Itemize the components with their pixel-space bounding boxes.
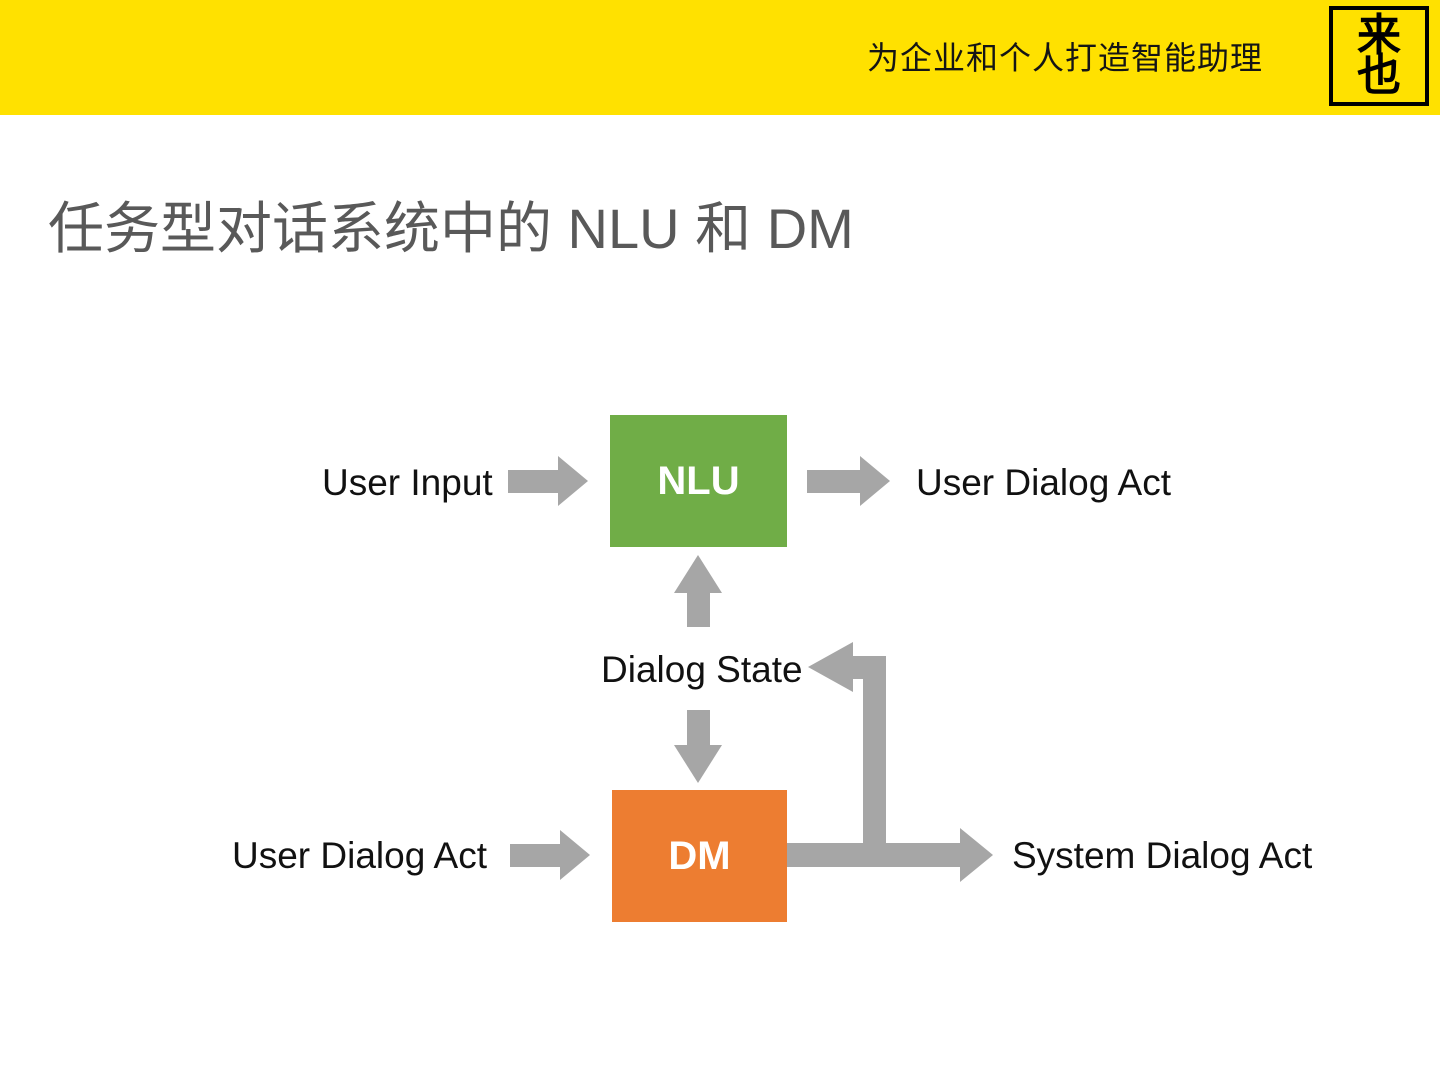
logo-line2: 也 — [1357, 51, 1401, 100]
arrow-head-right-icon — [560, 830, 590, 880]
arrow-shaft — [510, 843, 560, 867]
arrow-head-down-icon — [674, 745, 722, 783]
label-user-dialog-act-top: User Dialog Act — [916, 462, 1171, 503]
header-bar: 为企业和个人打造智能助理 来也 — [0, 0, 1440, 115]
label-user-input: User Input — [322, 462, 493, 503]
label-user-dialog-act-bottom: User Dialog Act — [232, 835, 487, 876]
logo-line1: 来 — [1357, 11, 1401, 60]
arrow-shaft — [807, 469, 860, 493]
arrow-shaft — [686, 710, 710, 745]
dm-node: DM — [612, 790, 787, 922]
arrow-head-right-icon — [960, 828, 993, 882]
page-title: 任务型对话系统中的 NLU 和 DM — [48, 197, 854, 260]
label-system-dialog-act: System Dialog Act — [1012, 835, 1313, 876]
logo-text: 来也 — [1357, 14, 1401, 98]
arrow-head-right-icon — [558, 456, 588, 506]
arrow-head-left-icon — [808, 642, 853, 692]
nlu-node-label: NLU — [657, 458, 740, 503]
arrow-dialog-state-to-nlu — [674, 555, 722, 627]
arrow-nlu-to-user-dialog-act — [807, 456, 890, 506]
header-tagline: 为企业和个人打造智能助理 — [866, 40, 1263, 76]
arrow-shaft — [787, 843, 960, 867]
arrow-user-input-to-nlu — [508, 456, 588, 506]
arrow-dialog-state-to-dm — [674, 710, 722, 783]
arrow-shaft — [686, 593, 710, 627]
logo-box: 来也 — [1329, 6, 1429, 106]
arrow-dm-feedback-horizontal-segment — [850, 656, 886, 679]
arrow-dm-to-system-dialog-act — [787, 828, 993, 882]
arrow-head-right-icon — [860, 456, 890, 506]
arrow-shaft — [508, 469, 558, 493]
arrow-dm-feedback-vertical-segment — [863, 657, 886, 844]
nlu-node: NLU — [610, 415, 787, 547]
label-dialog-state: Dialog State — [601, 649, 803, 690]
arrow-user-dialog-act-to-dm — [510, 830, 590, 880]
dm-node-label: DM — [668, 833, 731, 878]
arrow-head-up-icon — [674, 555, 722, 593]
